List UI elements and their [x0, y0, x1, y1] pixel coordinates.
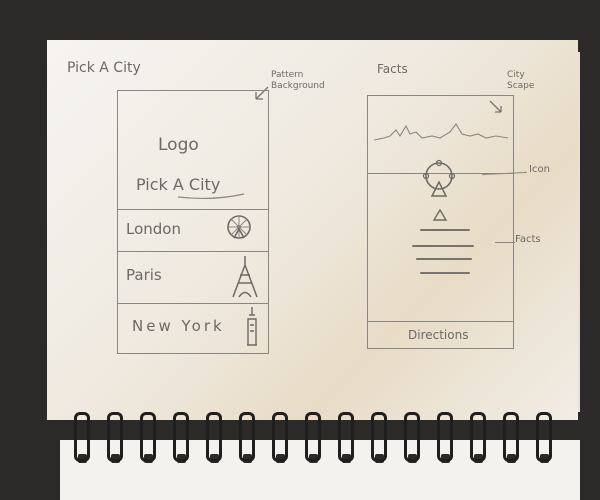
text-line	[416, 258, 472, 260]
annotation-facts: Facts	[515, 234, 541, 245]
divider-2	[118, 251, 268, 252]
city-label: New York	[132, 317, 225, 335]
divider-1	[118, 209, 268, 210]
london-eye-icon	[422, 159, 456, 197]
left-heading: Pick A City	[67, 60, 141, 76]
annotation-pattern-background: Pattern Background	[271, 70, 325, 91]
eiffel-tower-icon	[232, 256, 258, 298]
statue-of-liberty-icon	[247, 307, 257, 346]
text-line	[420, 272, 470, 274]
footer-divider	[368, 321, 513, 322]
header-divider	[368, 173, 513, 174]
city-row-london[interactable]: London	[118, 209, 268, 251]
directions-button[interactable]: Directions	[408, 328, 469, 342]
annotation-pointer-facts	[495, 242, 515, 243]
subtitle-underline	[177, 193, 245, 200]
annotation-arrow	[255, 86, 269, 100]
right-heading: Facts	[377, 62, 408, 76]
subtitle-pick-a-city: Pick A City	[136, 175, 221, 194]
divider-3	[118, 303, 268, 304]
notebook-page: Pick A City Pattern Background Logo Pick…	[47, 40, 578, 420]
annotation-arrow	[489, 100, 502, 113]
annotation-city-scape: City Scape	[507, 70, 535, 91]
logo-placeholder: Logo	[158, 135, 199, 155]
right-phone-frame: Directions	[367, 95, 514, 349]
city-label: Paris	[126, 266, 162, 284]
text-line	[412, 245, 474, 247]
london-eye-icon	[227, 215, 251, 239]
text-line	[420, 229, 470, 231]
annotation-icon: Icon	[529, 164, 550, 175]
city-row-new-york[interactable]: New York	[118, 303, 268, 353]
city-label: London	[126, 220, 181, 238]
city-row-paris[interactable]: Paris	[118, 251, 268, 303]
bullet-triangle	[432, 208, 448, 221]
facts-text-placeholder	[368, 96, 513, 348]
left-phone-frame: Logo Pick A City London Paris New York	[117, 90, 269, 354]
city-skyline-sketch	[373, 123, 509, 141]
